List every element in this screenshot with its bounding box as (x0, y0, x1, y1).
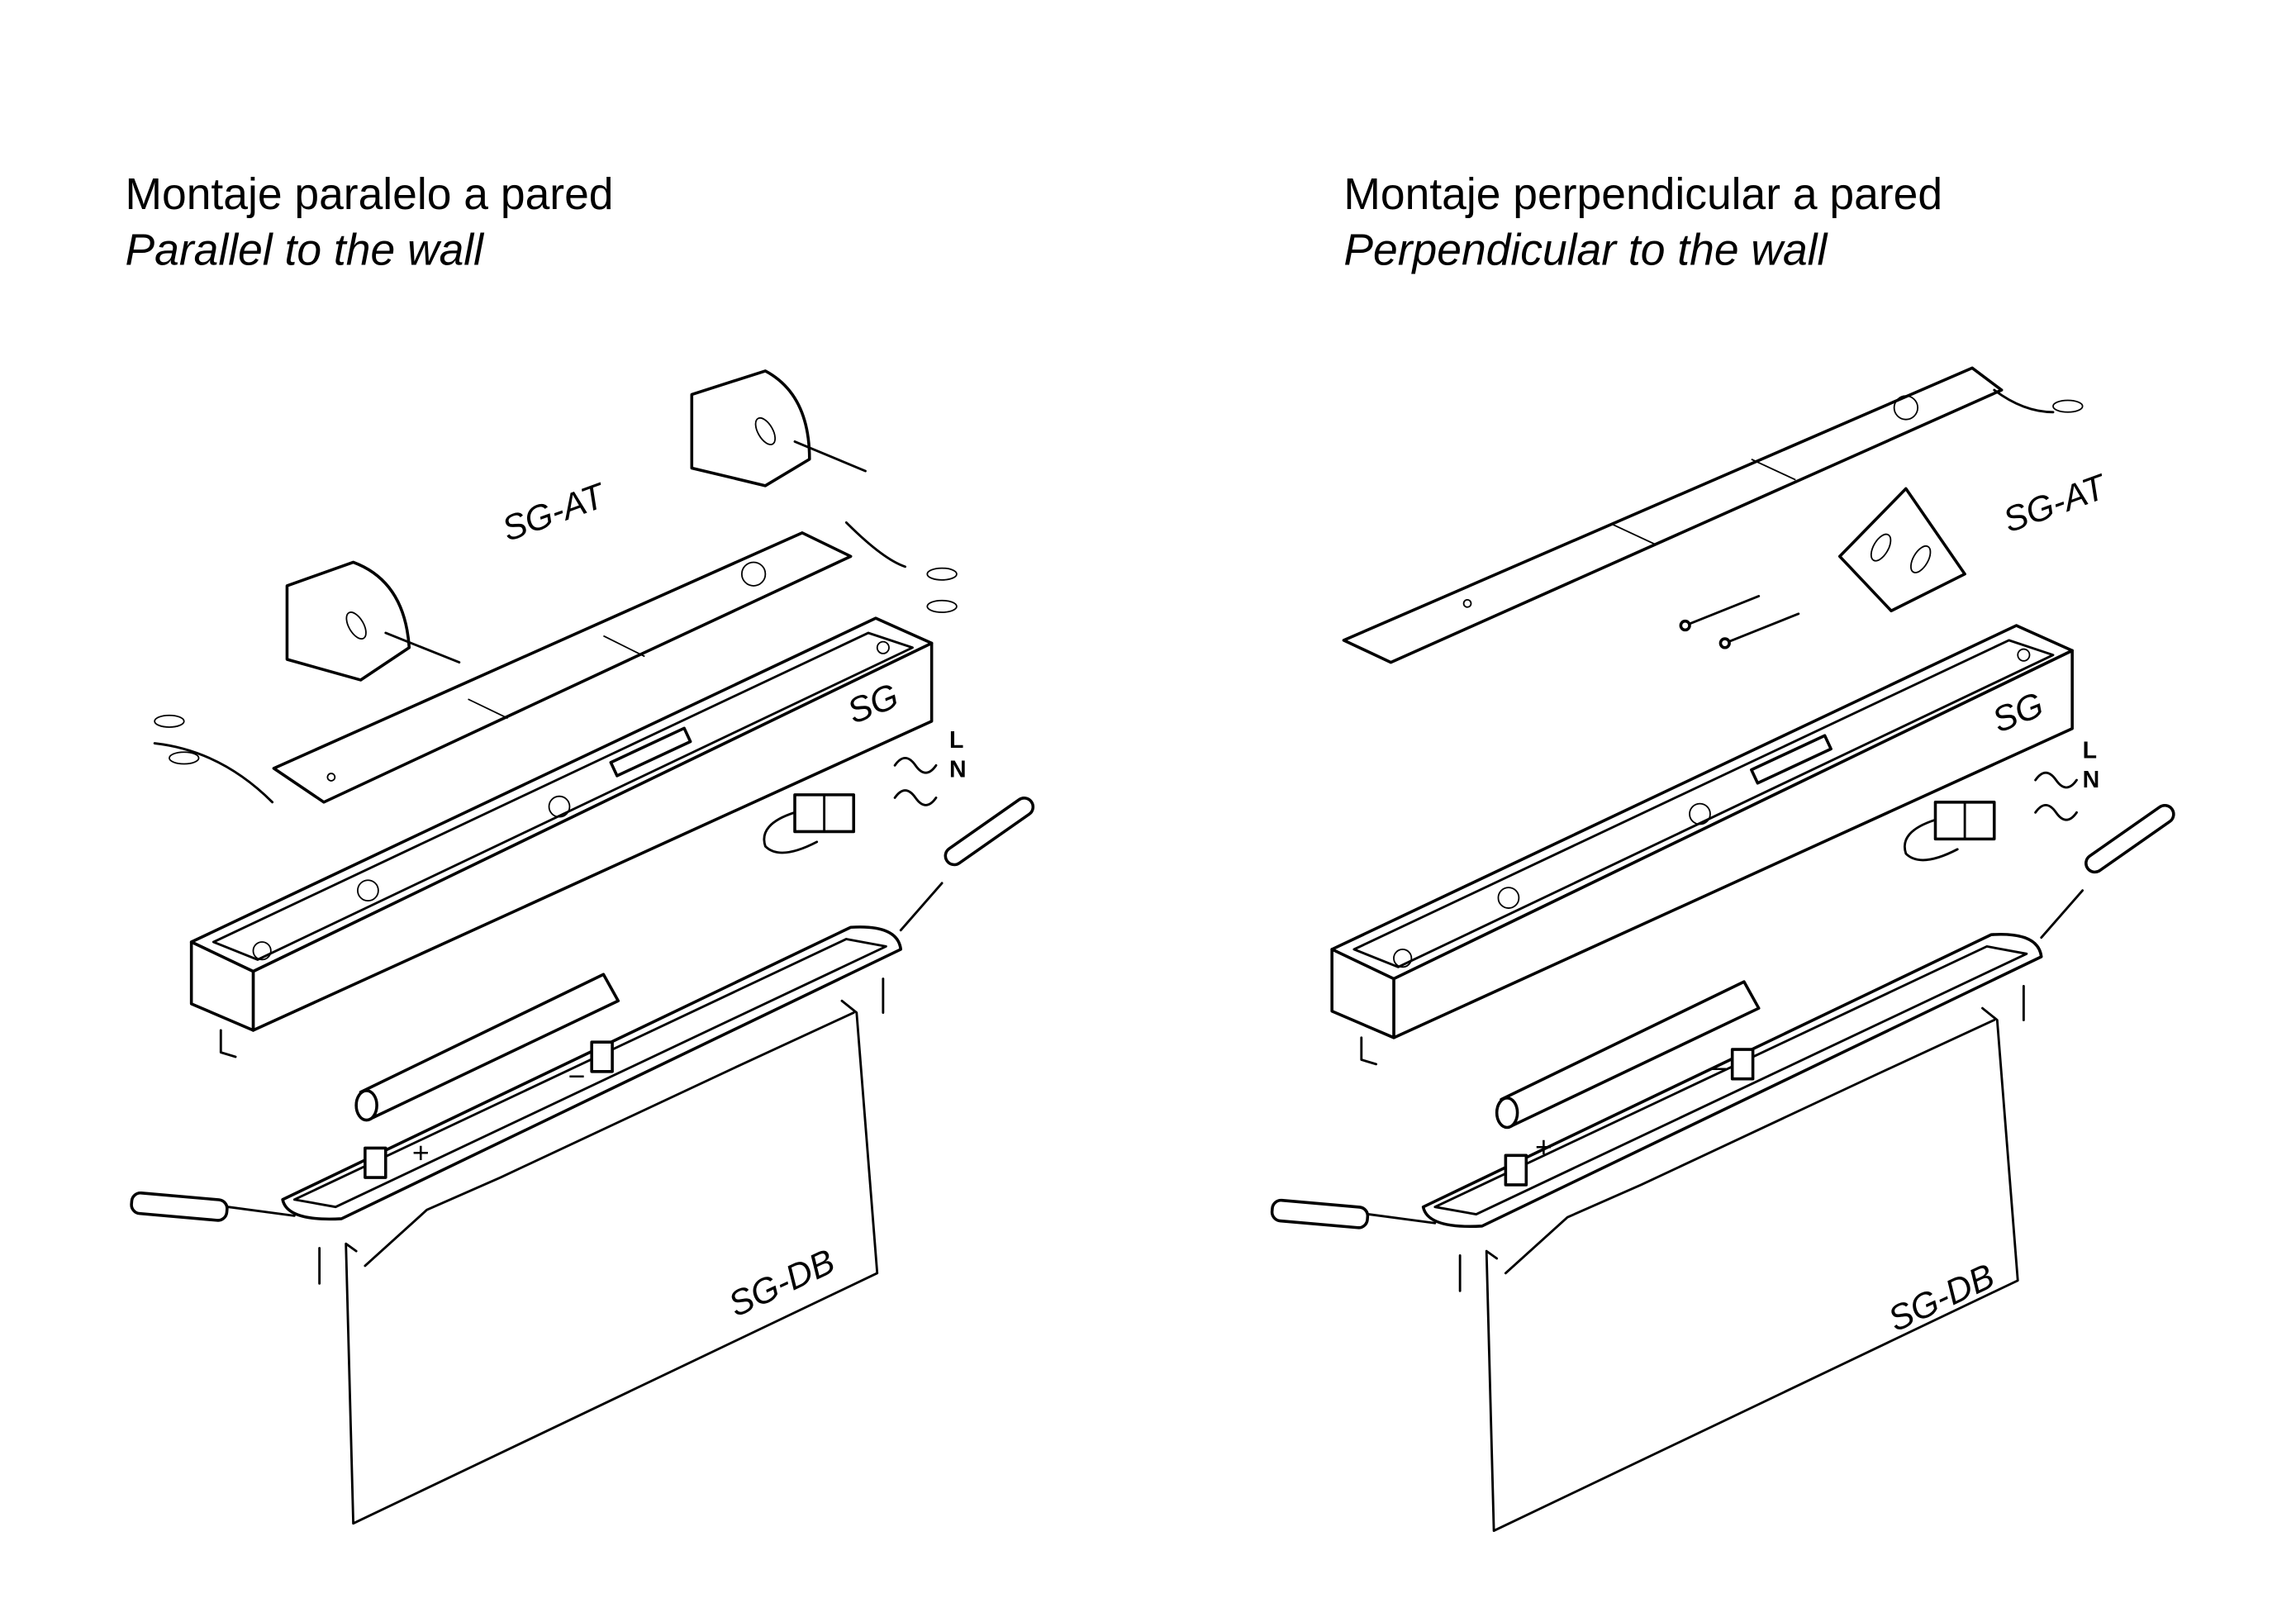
sg-at-bracket (285, 369, 867, 682)
label-minus: − (1710, 1053, 1728, 1086)
subtitle-perpendicular: Perpendicular to the wall (1343, 226, 1828, 275)
wall-plate (272, 531, 853, 804)
ac-wave-icon (2034, 803, 2078, 821)
wall-anchor-icon (153, 521, 958, 804)
label-l: L (2083, 737, 2097, 763)
label-minus: − (568, 1060, 586, 1093)
label-sg-db: SG-DB (1882, 1256, 2000, 1339)
label-n: N (2083, 767, 2100, 793)
parallel-mounting-panel: Montaje paralelo a pared Parallel to the… (125, 170, 1039, 1525)
label-plus: + (412, 1136, 430, 1169)
sg-at-bracket (1679, 487, 1966, 649)
subtitle-parallel: Parallel to the wall (125, 226, 485, 275)
ac-wave-icon (893, 789, 938, 806)
label-sg-db: SG-DB (723, 1242, 841, 1325)
label-l: L (949, 727, 963, 754)
wall-plate (1342, 366, 2004, 664)
label-n: N (949, 757, 967, 783)
ac-wave-icon (893, 756, 938, 774)
label-sg-at: SG-AT (1999, 467, 2113, 541)
perpendicular-mounting-panel: Montaje perpendicular a pared Perpendicu… (1269, 170, 2179, 1533)
title-perpendicular: Montaje perpendicular a pared (1343, 170, 1942, 219)
label-plus: + (1535, 1130, 1552, 1163)
title-parallel: Montaje paralelo a pared (125, 170, 613, 219)
label-sg-at: SG-AT (497, 475, 612, 549)
ac-wave-icon (2034, 771, 2078, 789)
wall-anchor-icon (1993, 388, 2084, 414)
